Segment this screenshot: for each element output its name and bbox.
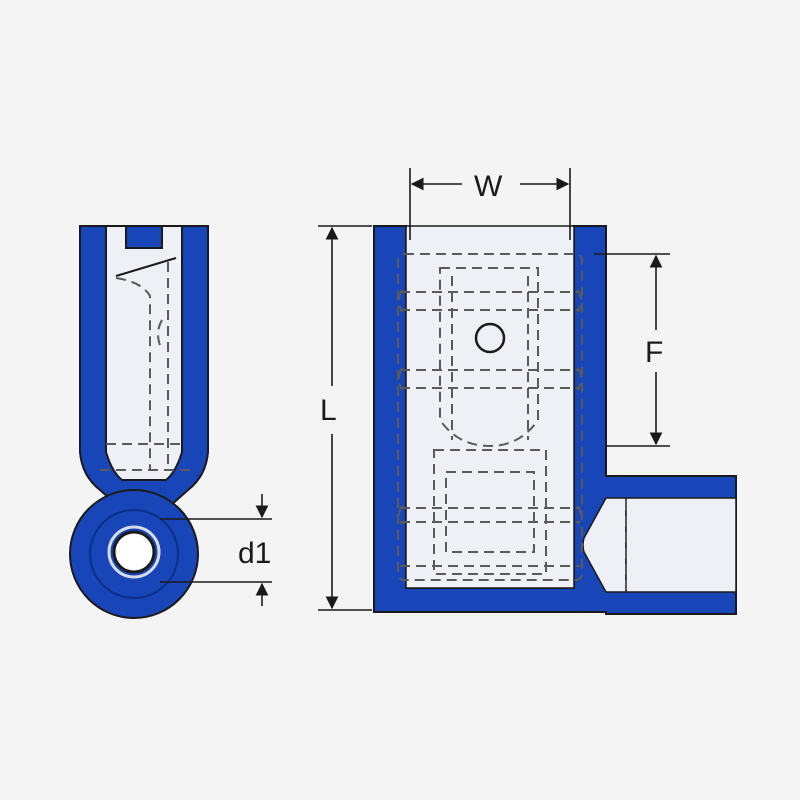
front-view-hole [474, 322, 506, 354]
f-dimension [594, 253, 670, 447]
front-view: W L F [318, 168, 737, 615]
l-label: L [320, 394, 337, 427]
d1-label: d1 [238, 537, 271, 570]
side-view-hidden-lines [100, 262, 196, 471]
front-view-interior [405, 225, 575, 589]
f-label: F [645, 336, 663, 369]
w-dimension [409, 168, 571, 240]
front-view-barrel-bore [625, 497, 737, 593]
wire-hole-rim [107, 525, 161, 579]
d1-dimension [160, 494, 272, 606]
side-view-channel [105, 225, 183, 481]
front-view-hidden-lines [397, 253, 627, 590]
side-view-diagonal [115, 257, 177, 277]
side-view-ring-inner [89, 509, 179, 599]
wire-hole [112, 530, 156, 574]
w-label: W [474, 170, 503, 203]
side-view: d1 [69, 225, 272, 619]
front-view-barrel [582, 497, 627, 593]
l-dimension [318, 225, 372, 611]
